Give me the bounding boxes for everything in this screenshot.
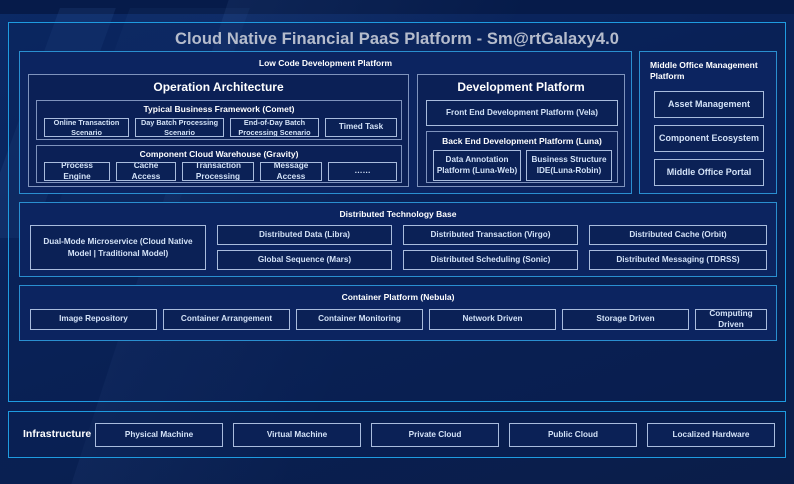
scenario-item-end-of-day-batch[interactable]: End-of-Day Batch Processing Scenario	[230, 118, 319, 137]
container-item-image-repository[interactable]: Image Repository	[30, 309, 157, 330]
middle-office-management-panel: Middle Office Management Platform Asset …	[639, 51, 777, 194]
operation-architecture-group: Operation Architecture Typical Business …	[28, 74, 409, 187]
back-end-development-platform-title: Back End Development Platform (Luna)	[442, 136, 602, 146]
scenario-item-online-transaction[interactable]: Online Transaction Scenario	[44, 118, 129, 137]
component-item-message-access[interactable]: Message Access	[260, 162, 322, 181]
container-platform-panel: Container Platform (Nebula) Image Reposi…	[19, 285, 777, 341]
page-title: Cloud Native Financial PaaS Platform - S…	[174, 30, 620, 48]
distributed-technology-base-title: Distributed Technology Base	[339, 209, 457, 219]
middle-office-item-middle-office-portal[interactable]: Middle Office Portal	[654, 159, 764, 186]
infrastructure-item-physical-machine[interactable]: Physical Machine	[95, 423, 223, 447]
distributed-item-distributed-transaction[interactable]: Distributed Transaction (Virgo)	[403, 225, 578, 245]
middle-office-item-component-ecosystem[interactable]: Component Ecosystem	[654, 125, 764, 152]
container-item-storage-driven[interactable]: Storage Driven	[562, 309, 689, 330]
distributed-item-distributed-scheduling[interactable]: Distributed Scheduling (Sonic)	[403, 250, 578, 270]
infrastructure-label: Infrastructure	[23, 428, 92, 440]
distributed-item-distributed-cache[interactable]: Distributed Cache (Orbit)	[589, 225, 767, 245]
low-code-panel-title: Low Code Development Platform	[258, 58, 393, 68]
component-item-process-engine[interactable]: Process Engine	[44, 162, 110, 181]
infrastructure-item-localized-hardware[interactable]: Localized Hardware	[647, 423, 775, 447]
infrastructure-item-virtual-machine[interactable]: Virtual Machine	[233, 423, 361, 447]
background-top-band	[0, 0, 794, 14]
container-platform-title: Container Platform (Nebula)	[341, 292, 455, 302]
distributed-item-distributed-data[interactable]: Distributed Data (Libra)	[217, 225, 392, 245]
distributed-technology-base-panel: Distributed Technology Base Dual-Mode Mi…	[19, 202, 777, 277]
distributed-item-distributed-messaging[interactable]: Distributed Messaging (TDRSS)	[589, 250, 767, 270]
typical-business-framework-group: Typical Business Framework (Comet) Onlin…	[36, 100, 402, 140]
component-item-transaction-processing[interactable]: Transaction Processing	[182, 162, 254, 181]
main-architecture-frame: Low Code Development Platform Operation …	[8, 22, 786, 402]
middle-office-item-asset-management[interactable]: Asset Management	[654, 91, 764, 118]
back-end-item-data-annotation-platform[interactable]: Data Annotation Platform (Luna-Web)	[433, 150, 521, 181]
infrastructure-item-private-cloud[interactable]: Private Cloud	[371, 423, 499, 447]
component-cloud-warehouse-title: Component Cloud Warehouse (Gravity)	[139, 149, 299, 159]
middle-office-panel-title: Middle Office Management Platform	[650, 60, 758, 82]
development-platform-group: Development Platform Front End Developme…	[417, 74, 625, 187]
back-end-development-platform-group: Back End Development Platform (Luna) Dat…	[426, 131, 618, 183]
component-cloud-warehouse-group: Component Cloud Warehouse (Gravity) Proc…	[36, 145, 402, 183]
distributed-item-dual-mode-microservice[interactable]: Dual-Mode Microservice (Cloud Native Mod…	[30, 225, 206, 270]
component-item-more[interactable]: ……	[328, 162, 397, 181]
scenario-item-day-batch[interactable]: Day Batch Processing Scenario	[135, 118, 224, 137]
infrastructure-frame: Infrastructure Physical Machine Virtual …	[8, 411, 786, 458]
container-item-container-monitoring[interactable]: Container Monitoring	[296, 309, 423, 330]
container-item-network-driven[interactable]: Network Driven	[429, 309, 556, 330]
component-item-cache-access[interactable]: Cache Access	[116, 162, 176, 181]
infrastructure-item-public-cloud[interactable]: Public Cloud	[509, 423, 637, 447]
distributed-item-global-sequence[interactable]: Global Sequence (Mars)	[217, 250, 392, 270]
back-end-item-business-structure-ide[interactable]: Business Structure IDE(Luna-Robin)	[526, 150, 612, 181]
scenario-item-timed-task[interactable]: Timed Task	[325, 118, 397, 137]
container-item-container-arrangement[interactable]: Container Arrangement	[163, 309, 290, 330]
operation-architecture-title: Operation Architecture	[153, 80, 284, 94]
container-item-computing-driven[interactable]: Computing Driven	[695, 309, 767, 330]
development-platform-title: Development Platform	[457, 80, 585, 94]
front-end-development-platform-item[interactable]: Front End Development Platform (Vela)	[426, 100, 618, 126]
low-code-development-platform-panel: Low Code Development Platform Operation …	[19, 51, 632, 194]
typical-business-framework-title: Typical Business Framework (Comet)	[143, 104, 295, 114]
